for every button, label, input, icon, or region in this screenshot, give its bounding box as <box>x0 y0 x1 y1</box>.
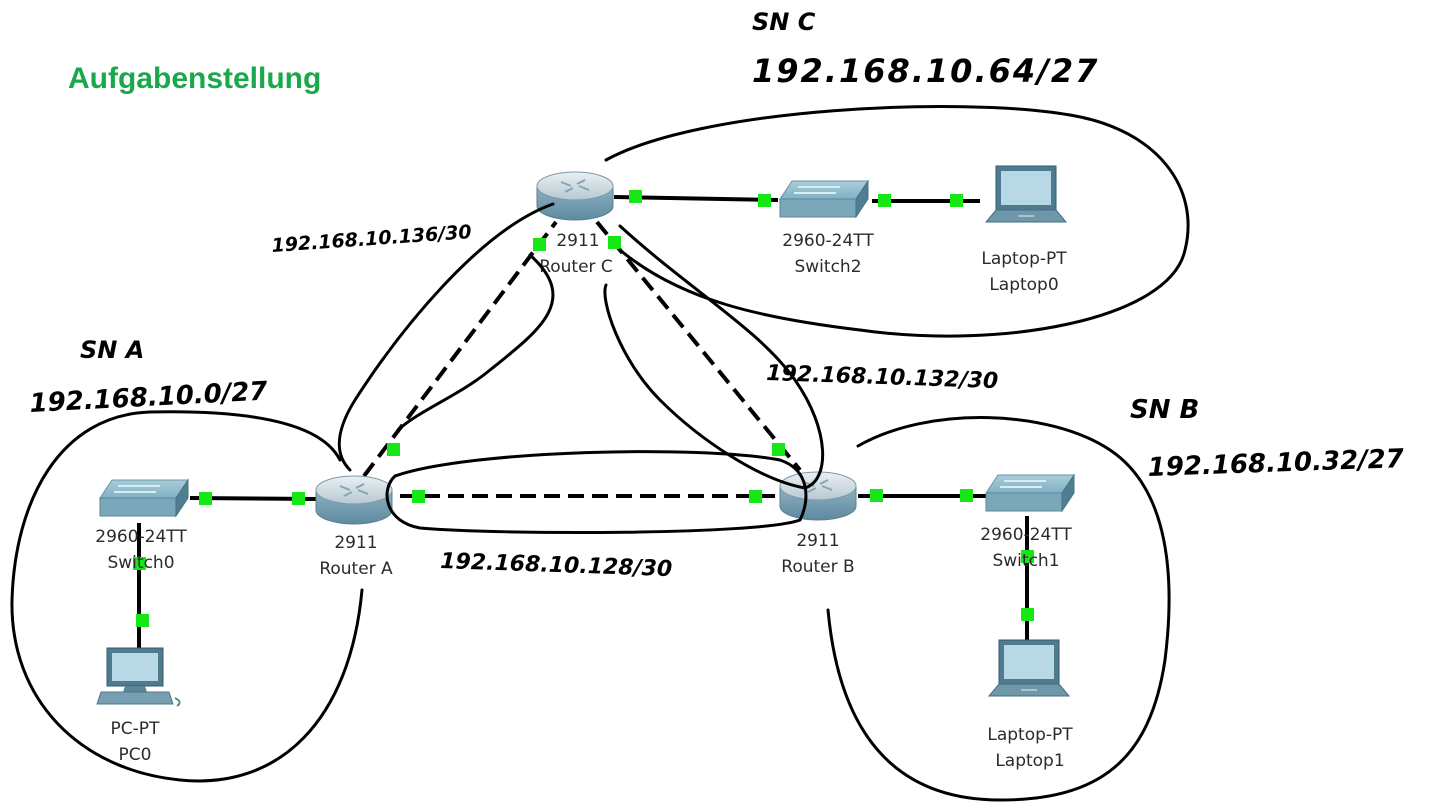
link-bc-boundary <box>603 224 825 490</box>
laptop0-icon[interactable] <box>985 165 1067 223</box>
port-indicator <box>1021 608 1034 621</box>
port-indicator <box>960 489 973 502</box>
switch0-name-label: Switch0 <box>107 553 174 573</box>
link-routerc-routerb-serial <box>595 220 802 472</box>
router-b-name-label: Router B <box>781 557 854 577</box>
subnet-a-address: 192.168.10.0/27 <box>29 377 269 419</box>
laptop0-name-label: Laptop0 <box>989 275 1058 295</box>
page-title: Aufgabenstellung <box>68 62 322 95</box>
switch0-model-label: 2960-24TT <box>95 527 187 547</box>
laptop1-icon[interactable] <box>988 639 1070 697</box>
pc0-name-label: PC0 <box>119 745 152 765</box>
port-indicator <box>608 236 621 249</box>
subnet-b-name: SN B <box>1130 395 1199 425</box>
subnet-a-boundary <box>10 410 364 783</box>
port-indicator <box>136 614 149 627</box>
port-indicator <box>878 194 891 207</box>
port-indicator <box>1021 550 1034 563</box>
switch1-model-label: 2960-24TT <box>980 525 1072 545</box>
subnet-a-name: SN A <box>80 336 144 364</box>
router-b-model-label: 2911 <box>796 531 839 551</box>
switch2-model-label: 2960-24TT <box>782 231 874 251</box>
port-indicator <box>133 557 146 570</box>
router-a-icon[interactable] <box>315 475 393 525</box>
port-indicator <box>412 490 425 503</box>
router-c-icon[interactable] <box>536 171 614 221</box>
subnet-b-address: 192.168.10.32/27 <box>1147 444 1405 483</box>
subnet-c-address: 192.168.10.64/27 <box>752 52 1099 90</box>
port-indicators <box>133 190 1034 627</box>
link-ac-boundary <box>337 202 555 472</box>
subnet-c-name: SN C <box>752 8 816 36</box>
port-indicator <box>749 490 762 503</box>
port-indicator <box>199 492 212 505</box>
switch2-icon[interactable] <box>779 180 869 218</box>
subnet-b-boundary <box>826 416 1171 802</box>
subnet-c-boundary <box>604 105 1190 338</box>
port-indicator <box>533 238 546 251</box>
router-a-name-label: Router A <box>319 559 393 579</box>
laptop0-model-label: Laptop-PT <box>981 249 1067 269</box>
port-indicator <box>772 443 785 456</box>
laptop1-model-label: Laptop-PT <box>987 725 1073 745</box>
laptop1-name-label: Laptop1 <box>995 751 1064 771</box>
switch0-icon[interactable] <box>99 479 189 517</box>
switch2-name-label: Switch2 <box>794 257 861 277</box>
router-c-name-label: Router C <box>539 257 613 277</box>
link-routera-routerc-serial <box>362 220 558 478</box>
pc0-model-label: PC-PT <box>111 719 161 739</box>
port-indicator <box>387 443 400 456</box>
router-c-model-label: 2911 <box>556 231 599 251</box>
port-indicator <box>629 190 642 203</box>
link-ab-address: 192.168.10.128/30 <box>440 549 673 582</box>
port-indicator <box>870 489 883 502</box>
link-ac-address: 192.168.10.136/30 <box>271 221 473 257</box>
pc0-icon[interactable] <box>96 647 181 707</box>
port-indicator <box>758 194 771 207</box>
switch1-icon[interactable] <box>985 474 1075 512</box>
port-indicator <box>950 194 963 207</box>
port-indicator <box>292 492 305 505</box>
router-a-model-label: 2911 <box>334 533 377 553</box>
link-ab-boundary <box>385 450 808 535</box>
switch1-name-label: Switch1 <box>992 551 1059 571</box>
subnet-boundaries <box>10 105 1190 802</box>
